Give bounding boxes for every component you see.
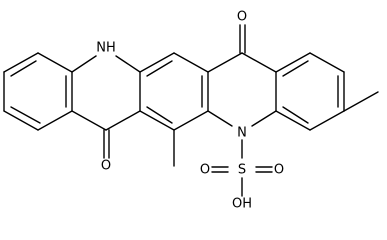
bond [207,110,233,127]
atom-label-o-top: O [237,10,247,25]
bond [173,110,209,131]
bond [309,110,345,131]
structural-formula: NH N O O S O O OH [3,10,379,212]
atom-label-oh: OH [232,197,252,212]
bond [37,110,73,131]
atom-label-n: N [237,126,247,141]
bond [275,52,311,73]
atom-label-s: S [238,163,246,178]
atom-label-nh: NH [96,41,116,56]
bond [10,106,41,124]
atom-label-o-sulfonyl-right: O [274,163,284,178]
bond [207,52,243,73]
bond [139,52,175,73]
bond [146,106,173,124]
bond-lines [3,24,379,197]
bond [71,55,97,73]
bond [282,60,309,77]
bond [3,52,39,73]
bond [3,110,39,131]
bond [275,110,311,131]
bond [71,110,107,131]
bond [343,91,379,112]
bond [10,60,37,77]
bond [241,52,277,73]
bond [37,52,73,73]
bond [115,55,141,73]
bond [251,110,277,127]
atom-label-o-sulfonyl-left: O [200,163,210,178]
atom-label-o-left: O [101,159,111,174]
molecule-canvas: NH N O O S O O OH [3,9,379,212]
bond [146,60,173,77]
bond [139,110,175,131]
bond [173,52,209,73]
bond [105,110,141,131]
atom-labels: NH N O O S O O OH [96,10,284,212]
bond [282,106,309,124]
bond [309,52,345,73]
